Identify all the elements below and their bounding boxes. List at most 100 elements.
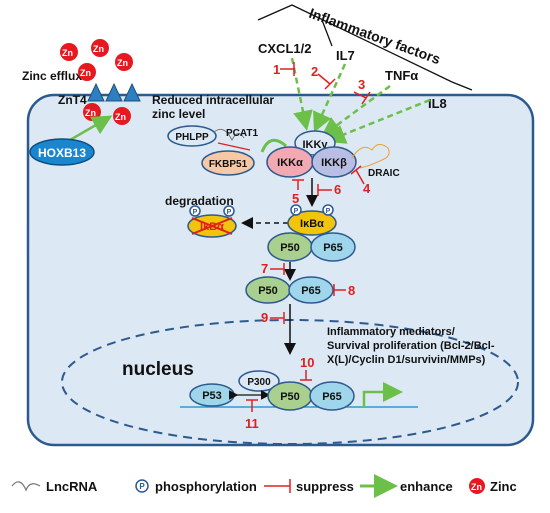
draic-lncrna — [351, 144, 390, 169]
factor-il8: IL8 — [428, 96, 447, 111]
mediators-line1: Inflammatory mediators/ — [327, 326, 455, 338]
p65-label-3: P65 — [322, 391, 342, 403]
ikk-beta-label: IKKβ — [321, 157, 347, 169]
znt4-transporter-3 — [123, 82, 141, 102]
phlpp-label: PHLPP — [175, 132, 209, 143]
svg-text:Zn: Zn — [115, 112, 126, 122]
ikba-label: IκBα — [300, 218, 324, 230]
suppress-7: 7 — [261, 261, 285, 276]
fkbp51-enhance-curve — [260, 138, 287, 153]
legend-zinc-icon — [469, 478, 485, 494]
factor-tnf: TNFα — [385, 68, 418, 83]
p65-label-1: P65 — [323, 242, 343, 254]
svg-text:2: 2 — [311, 64, 318, 79]
ikba-node — [287, 210, 337, 236]
svg-text:9: 9 — [261, 310, 268, 325]
transcription-arrow — [362, 382, 403, 407]
zinc-ions: Zn Zn Zn Zn Zn Zn — [60, 39, 133, 125]
suppress-4: 4 — [350, 165, 371, 196]
svg-text:1: 1 — [273, 62, 280, 77]
svg-text:P: P — [193, 209, 198, 216]
nucleus-label: nucleus — [122, 359, 194, 380]
p53-label: P53 — [202, 390, 222, 402]
suppress-8: 8 — [333, 283, 355, 298]
p65-node-3 — [309, 381, 355, 411]
p65-node-2 — [288, 276, 334, 304]
fkbp51-node — [201, 150, 255, 176]
fkbp51-label: FKBP51 — [209, 159, 248, 170]
suppress-5: 5 — [292, 179, 304, 206]
znt4-transporter-1 — [87, 82, 105, 102]
factors-bracket-il7 — [321, 19, 333, 47]
suppress-9: 9 — [261, 310, 285, 325]
degraded-cross-2 — [191, 217, 233, 235]
znt4-label: ZnT4 — [58, 93, 87, 107]
ikk-alpha-label: IKKα — [277, 157, 303, 169]
svg-text:P: P — [326, 208, 331, 215]
svg-text:Zn: Zn — [117, 58, 128, 68]
factor-il7: IL7 — [336, 48, 355, 63]
svg-text:Zn: Zn — [62, 48, 73, 58]
legend-phospho-label: phosphorylation — [155, 479, 257, 494]
suppress-10: 10 — [300, 355, 314, 381]
mediators-line3: X(L)/Cyclin D1/survivin/MMPs) — [327, 354, 486, 366]
svg-text:8: 8 — [348, 283, 355, 298]
svg-text:11: 11 — [245, 416, 259, 431]
cell-membrane — [26, 93, 535, 447]
legend-lncrna-label: LncRNA — [46, 479, 98, 494]
hoxb13-label: HOXB13 — [38, 146, 86, 160]
svg-text:6: 6 — [334, 182, 341, 197]
p50-label-3: P50 — [280, 391, 300, 403]
svg-text:10: 10 — [300, 355, 314, 370]
arrow-hoxb13-znt4 — [69, 115, 113, 142]
arrow-tnf-ikk — [320, 84, 391, 137]
svg-text:P: P — [139, 482, 145, 491]
phospho-ikba-1: P — [290, 204, 302, 216]
pcat1-label: PCAT1 — [226, 128, 258, 139]
phospho-degraded-1: P — [189, 205, 201, 217]
degradation-label: degradation — [165, 194, 234, 208]
svg-text:P: P — [227, 209, 232, 216]
factors-bracket — [257, 4, 473, 91]
reduced-zinc-line2: zinc level — [152, 107, 205, 121]
legend-lncrna-icon — [11, 481, 41, 492]
p50-label-1: P50 — [280, 242, 300, 254]
svg-text:3: 3 — [358, 77, 365, 92]
pcat1-lncrna — [213, 128, 245, 142]
hoxb13-node — [29, 138, 95, 166]
legend-enhance-label: enhance — [400, 479, 453, 494]
ikk-gamma-label: IKKγ — [302, 139, 328, 151]
p300-label: P300 — [247, 377, 271, 388]
svg-text:Zn: Zn — [93, 44, 104, 54]
svg-text:Zn: Zn — [471, 482, 482, 492]
svg-text:7: 7 — [261, 261, 268, 276]
p65-label-2: P65 — [301, 285, 321, 297]
phlpp-inhibit — [217, 142, 251, 151]
phospho-ikba-2: P — [322, 204, 334, 216]
suppress-1: 1 — [273, 62, 295, 77]
p65-node-1 — [310, 232, 356, 262]
suppress-2: 2 — [311, 64, 336, 90]
znt4-transporter-2 — [105, 82, 123, 102]
svg-text:4: 4 — [363, 181, 371, 196]
arrow-il8-ikk — [325, 98, 431, 144]
factor-cxcl: CXCL1/2 — [258, 41, 311, 56]
svg-text:5: 5 — [292, 191, 299, 206]
factors-title: Inflammatory factors — [307, 5, 443, 67]
legend-zinc-label: Zinc — [490, 479, 517, 494]
suppress-6: 6 — [317, 182, 341, 197]
reduced-zinc-line1: Reduced intracellular — [152, 93, 274, 107]
draic-label: DRAIC — [368, 168, 400, 179]
phospho-degraded-2: P — [223, 205, 235, 217]
svg-text:Zn: Zn — [80, 68, 91, 78]
legend-phospho-icon — [135, 479, 149, 493]
suppress-3: 3 — [353, 77, 371, 105]
arrow-il7-ikk — [313, 63, 347, 133]
phlpp-node — [167, 125, 217, 147]
suppress-11: 11 — [245, 399, 259, 431]
p50-label-2: P50 — [258, 285, 278, 297]
mediators-line2: Survival proliferation (Bcl-2/Bcl- — [327, 340, 495, 352]
zinc-efflux-label: Zinc efflux — [22, 69, 82, 83]
svg-text:Zn: Zn — [85, 108, 96, 118]
